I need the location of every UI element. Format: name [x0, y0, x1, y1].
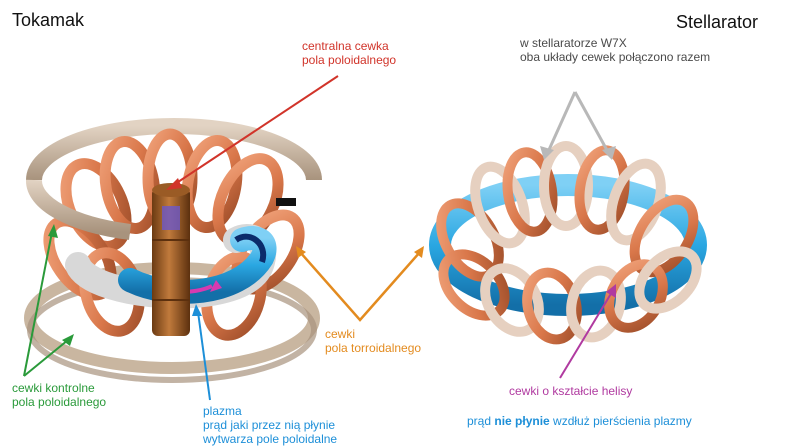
current-flow-label: prąd nie płynie wzdłuż pierścienia plazm…	[467, 414, 692, 428]
central-coil-label: centralna cewka pola poloidalnego	[302, 39, 396, 67]
w7x-label-line1: w stellaratorze W7X	[520, 36, 710, 50]
control-coils-label-line2: pola poloidalnego	[12, 395, 106, 409]
helix-coils-label: cewki o kształcie helisy	[509, 384, 632, 398]
tokamak-title: Tokamak	[12, 10, 84, 31]
central-coil-label-line1: centralna cewka	[302, 39, 396, 53]
toroidal-coils-label: cewki pola torroidalnego	[325, 327, 421, 355]
current-flow-pre: prąd	[467, 414, 494, 428]
central-solenoid	[152, 183, 190, 336]
toroidal-coils-label-line2: pola torroidalnego	[325, 341, 421, 355]
central-coil-label-line2: pola poloidalnego	[302, 53, 396, 67]
stellarator-illustration	[429, 146, 707, 345]
stellarator-title: Stellarator	[676, 12, 758, 33]
control-coils-label: cewki kontrolne pola poloidalnego	[12, 381, 106, 409]
w7x-pointer-right	[575, 92, 608, 152]
plasma-label-line3: wytwarza pole poloidalne	[203, 432, 337, 446]
control-coils-label-line1: cewki kontrolne	[12, 381, 106, 395]
current-flow-post: wzdłuż pierścienia plazmy	[550, 414, 692, 428]
toroidal-coils-label-line1: cewki	[325, 327, 421, 341]
coil-cap	[276, 198, 296, 206]
plasma-label-line2: prąd jaki przez nią płynie	[203, 418, 337, 432]
plasma-label-line1: plazma	[203, 404, 337, 418]
w7x-label: w stellaratorze W7X oba układy cewek poł…	[520, 36, 710, 64]
current-flow-bold: nie płynie	[494, 414, 549, 428]
plasma-label: plazma prąd jaki przez nią płynie wytwar…	[203, 404, 337, 446]
w7x-label-line2: oba układy cewek połączono razem	[520, 50, 710, 64]
tokamak-illustration	[30, 126, 314, 380]
